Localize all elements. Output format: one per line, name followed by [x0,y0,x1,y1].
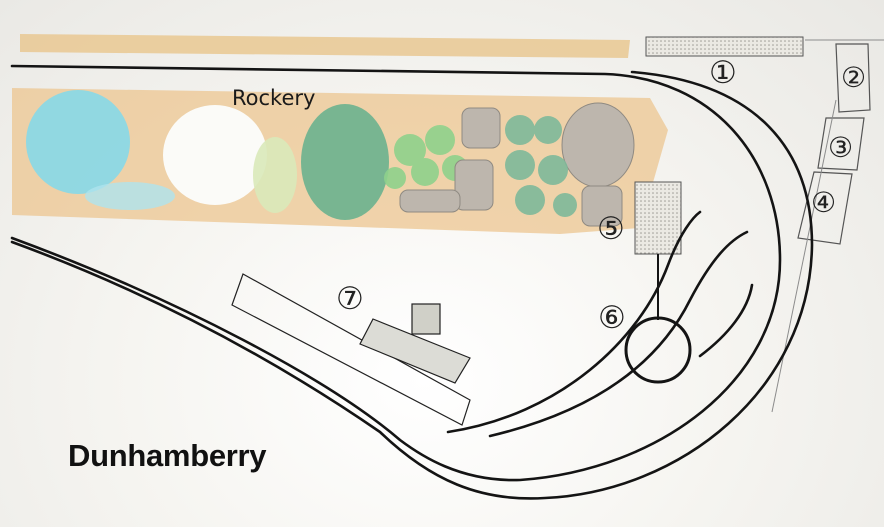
turntable [624,316,692,384]
building-2 [835,43,871,113]
grass-tuft [253,137,297,213]
station-building [359,318,471,384]
conifer [301,104,389,220]
marker-1: ① [709,55,737,91]
sand-strip [20,34,630,58]
rockery-label: Rockery [232,86,316,110]
railway-track [10,64,814,500]
building-1 [645,36,804,57]
rock-group [399,102,635,227]
station-tower [411,303,441,335]
marker-2: ② [841,61,867,94]
pond-edge [85,182,175,210]
building-5 [634,181,682,255]
pond [26,90,130,194]
marker-7: ⑦ [336,281,364,317]
town-name: Dunhamberry [68,438,267,473]
marker-6: ⑥ [598,300,626,336]
white-shrub [163,105,267,205]
fern-cluster [505,115,577,217]
marker-4: ④ [811,186,837,219]
boundary-line [771,99,837,413]
building-4 [797,171,853,245]
marker-5: ⑤ [597,211,625,247]
building-3 [817,117,865,171]
marker-3: ③ [828,131,854,164]
